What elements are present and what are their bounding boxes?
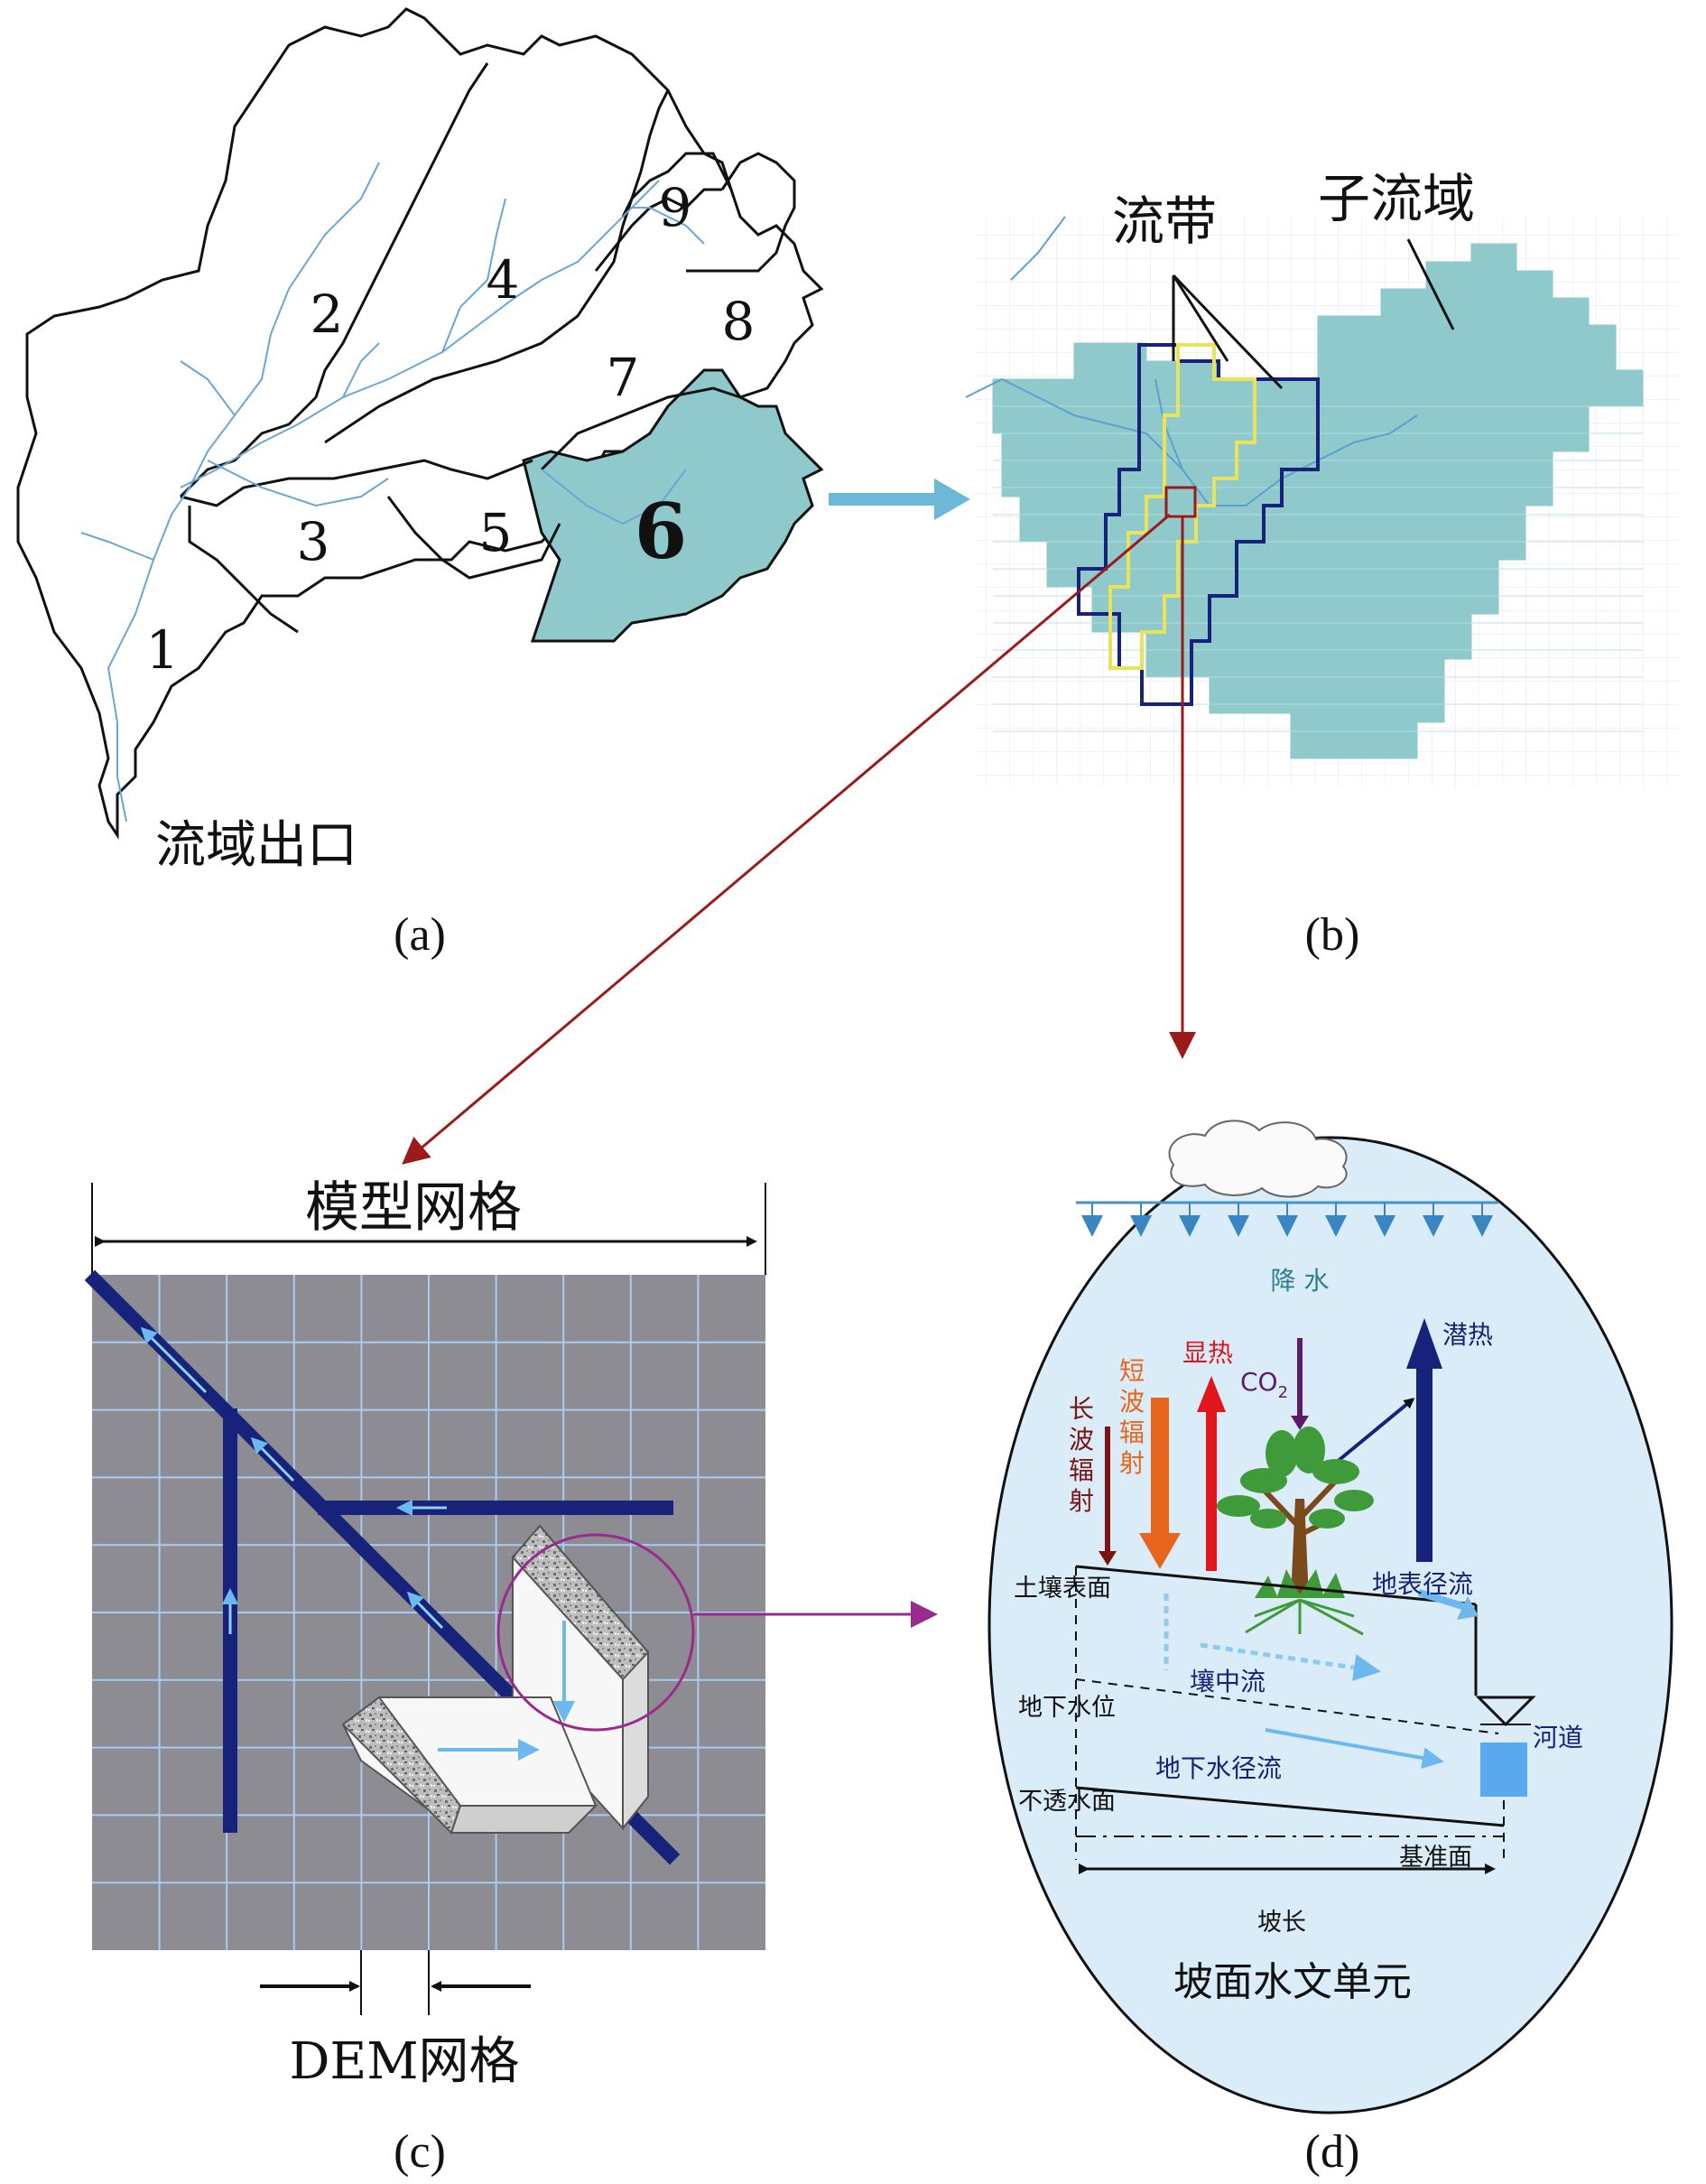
caption-b: (b) [1305, 909, 1360, 961]
shortwave-char-1: 短 [1119, 1356, 1145, 1386]
caption-a: (a) [394, 909, 446, 961]
rain-drop [1179, 1215, 1201, 1237]
subbasin-grid-fill [992, 243, 1644, 759]
rain-drop [1374, 1215, 1395, 1237]
rain-drop [1423, 1215, 1444, 1237]
energy-labels: 显热 潜热 CO2 短 波 辐 射 长 波 辐 射 [1069, 1320, 1493, 1516]
caption-d: (d) [1305, 2126, 1360, 2178]
subbasin-number-9: 9 [659, 177, 692, 238]
subbasin-number-1: 1 [146, 619, 180, 681]
selected-cell [1164, 486, 1197, 518]
subbasin-boundaries [179, 62, 796, 634]
shortwave-char-2: 波 [1119, 1387, 1145, 1417]
precipitation-label: 降 水 [1271, 1266, 1330, 1296]
rain-drop [1081, 1215, 1103, 1237]
cell-arrows [402, 513, 1196, 1165]
shortwave-char-3: 辐 [1119, 1417, 1145, 1447]
rain-drops [1081, 1203, 1493, 1237]
profile-labels: 土壤表面 地表径流 壤中流 地下水位 河道 地下水径流 不透水面 基准面 坡长 [1014, 1569, 1583, 1937]
panel-c-model-grid: 模型网格 [84, 1176, 938, 2178]
panel-b-subbasin: 流带 子流域 (b) [965, 168, 1679, 961]
hillslope-unit-title: 坡面水文单元 [1173, 1959, 1412, 2005]
dem-grid-label: DEM网格 [289, 2032, 519, 2091]
caption-c: (c) [394, 2126, 446, 2178]
subbasin-number-2: 2 [311, 283, 344, 345]
latent-heat-label: 潜热 [1442, 1320, 1493, 1350]
co2-label: CO2 [1240, 1367, 1288, 1402]
rain-drop [1325, 1215, 1347, 1237]
subbasin-number-3: 3 [297, 511, 330, 572]
impermeable-label: 不透水面 [1018, 1788, 1116, 1816]
flow-strip-yellow [1108, 343, 1256, 670]
channel-flow-arrows [140, 1326, 447, 1634]
cloud-icon [1168, 1120, 1348, 1198]
hillslope-block-flat [341, 1696, 598, 1835]
longwave-char-3: 辐 [1069, 1455, 1094, 1485]
shortwave-char-4: 射 [1119, 1448, 1145, 1478]
hillslope-block-upright [511, 1524, 650, 1831]
subbasin-label: 子流域 [1318, 168, 1475, 229]
subbasin-number-5: 5 [479, 502, 513, 563]
energy-arrows [1099, 1318, 1442, 1571]
longwave-char-4: 射 [1069, 1486, 1094, 1516]
water-flows [1164, 1589, 1479, 1769]
rain-drop [1130, 1215, 1152, 1237]
sensible-heat-label: 显热 [1182, 1338, 1233, 1368]
groundwater-runoff-label: 地下水径流 [1155, 1753, 1282, 1783]
datum-label: 基准面 [1399, 1844, 1472, 1872]
rain-drop [1471, 1215, 1493, 1237]
surface-runoff-label: 地表径流 [1372, 1569, 1473, 1599]
channel-water [1480, 1743, 1527, 1797]
subbasin-number-4: 4 [487, 249, 520, 311]
longwave-char-2: 波 [1069, 1425, 1094, 1454]
subbasin-number-7: 7 [607, 347, 640, 408]
panel-a-watershed: 1 2 3 4 5 6 7 8 9 流域出口 (a) [16, 7, 824, 961]
tree-icon [1217, 1427, 1374, 1636]
slope-length-label: 坡长 [1257, 1909, 1306, 1937]
longwave-char-1: 长 [1069, 1394, 1094, 1424]
rain-drop [1228, 1215, 1249, 1237]
rain-drop [1276, 1215, 1298, 1237]
soil-surface-label: 土壤表面 [1014, 1575, 1111, 1603]
river-network [80, 162, 705, 822]
flow-strip-blue [1077, 343, 1320, 706]
panel-d-hillslope-unit: 降 水 显热 潜热 CO2 短 波 辐 射 [987, 1120, 1674, 2178]
model-grid-label: 模型网格 [305, 1176, 522, 1240]
highlight-circle [496, 1533, 695, 1732]
label-leaders [1172, 238, 1455, 390]
interflow-label: 壤中流 [1190, 1667, 1266, 1696]
flow-strip-label: 流带 [1112, 191, 1217, 252]
subbasin-6-fill [522, 368, 824, 643]
groundwater-table-label: 地下水位 [1018, 1694, 1116, 1722]
channel-label: 河道 [1533, 1723, 1583, 1752]
subbasin-number-6: 6 [635, 487, 687, 576]
outlet-label: 流域出口 [155, 816, 357, 875]
watershed-outline [16, 7, 824, 840]
subbasin-number-8: 8 [722, 291, 756, 352]
arrow-a-to-b [829, 479, 970, 520]
